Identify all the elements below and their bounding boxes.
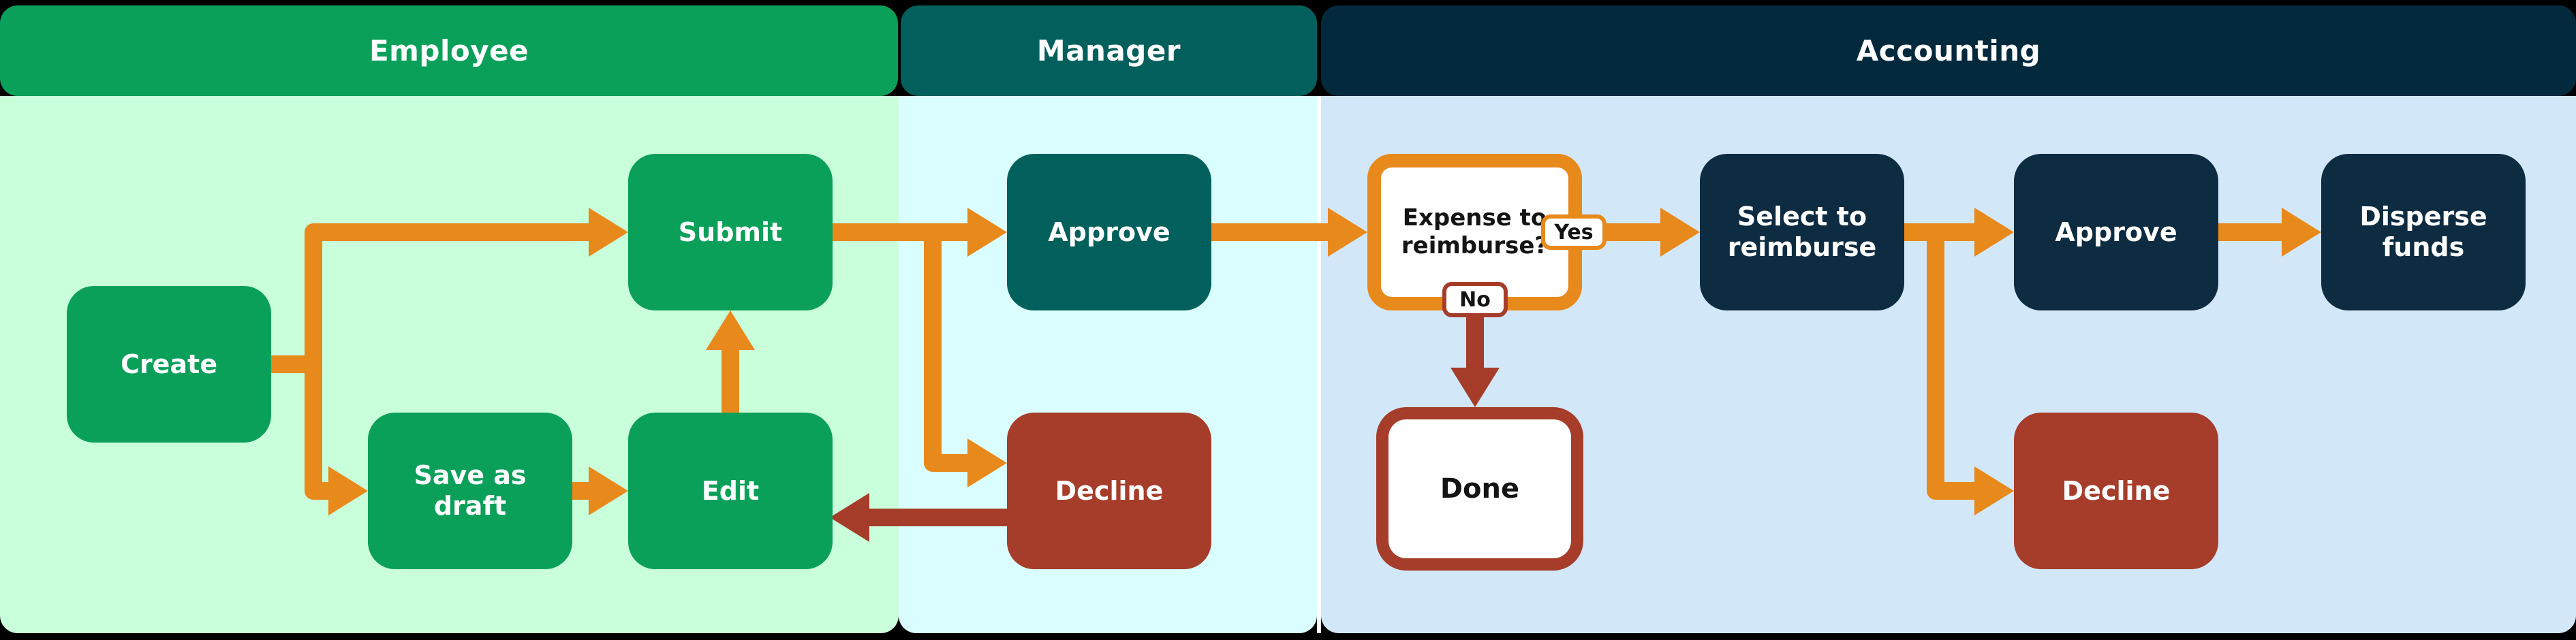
node-disperse-funds: Disperse funds	[2321, 154, 2526, 310]
node-save-as-draft: Save as draft	[368, 413, 572, 569]
node-edit-label: Edit	[701, 475, 760, 506]
node-done-label: Done	[1440, 473, 1520, 505]
node-create-label: Create	[121, 349, 217, 379]
lane-label-accounting: Accounting	[1856, 34, 2041, 67]
node-manager-decline-label: Decline	[1055, 475, 1164, 506]
node-submit: Submit	[628, 154, 833, 310]
node-manager-approve: Approve	[1007, 154, 1211, 310]
node-accounting-decline: Decline	[2014, 413, 2218, 569]
node-save-as-draft-label: Save as draft	[414, 460, 527, 521]
edge-label-no-text: No	[1459, 287, 1491, 312]
node-manager-approve-label: Approve	[1048, 217, 1170, 247]
lane-divider	[1317, 96, 1321, 633]
lane-label-employee: Employee	[369, 34, 529, 67]
node-decision-label: Expense to reimburse?	[1401, 204, 1549, 259]
node-accounting-decline-label: Decline	[2062, 475, 2171, 506]
lane-header-employee: Employee	[0, 5, 898, 96]
node-edit: Edit	[628, 413, 833, 569]
node-accounting-approve-label: Approve	[2055, 217, 2177, 247]
edge-label-no: No	[1442, 282, 1508, 317]
node-create: Create	[67, 286, 271, 443]
lane-label-manager: Manager	[1036, 34, 1181, 67]
node-disperse-funds-label: Disperse funds	[2359, 202, 2487, 262]
lane-header-manager: Manager	[901, 5, 1317, 96]
node-select-to-reimburse: Select to reimburse	[1700, 154, 1904, 310]
edge-label-yes: Yes	[1541, 214, 1607, 250]
node-accounting-approve: Approve	[2014, 154, 2218, 310]
node-submit-label: Submit	[678, 217, 783, 247]
edge-label-yes-text: Yes	[1554, 220, 1594, 244]
node-select-to-reimburse-label: Select to reimburse	[1727, 202, 1877, 262]
node-done: Done	[1376, 407, 1583, 571]
lane-header-accounting: Accounting	[1321, 5, 2576, 96]
node-manager-decline: Decline	[1007, 413, 1211, 569]
